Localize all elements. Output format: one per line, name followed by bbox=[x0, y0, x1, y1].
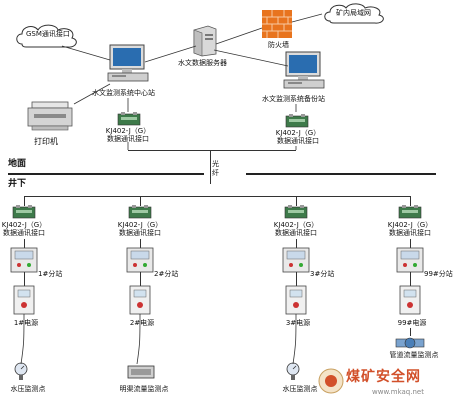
branch-drop-line bbox=[24, 196, 25, 206]
power-label: 2#电源 bbox=[129, 319, 155, 327]
ground-divider-line-right bbox=[246, 173, 436, 175]
iface-right-sub: 数据通讯接口 bbox=[277, 137, 319, 145]
watermark-text: 煤矿安全网 bbox=[346, 369, 421, 385]
branch-iface-sub: 数据通讯接口 bbox=[119, 229, 161, 237]
lan-label: 矿内局域网 bbox=[336, 9, 371, 17]
ground-divider-line bbox=[8, 173, 204, 175]
sensor-label: 明渠流量监测点 bbox=[119, 385, 169, 393]
ground-label: 地面 bbox=[8, 159, 27, 169]
flow-sensor-icon bbox=[127, 365, 155, 379]
substation-icon bbox=[396, 247, 424, 273]
power-supply-icon bbox=[285, 285, 307, 315]
branch-link-line bbox=[140, 272, 141, 286]
fiber-drop-line bbox=[210, 150, 211, 184]
power-label: 3#电源 bbox=[285, 319, 311, 327]
iface-device-icon bbox=[398, 205, 422, 219]
watermark-url: www.mkaq.net bbox=[372, 388, 424, 396]
printer-icon bbox=[27, 101, 73, 131]
printer-label: 打印机 bbox=[34, 137, 58, 146]
branch-iface-label: KJ402-J（G） bbox=[1, 221, 47, 229]
branch-iface-sub: 数据通讯接口 bbox=[275, 229, 317, 237]
branch-drop-line bbox=[140, 196, 141, 206]
backup-computer-icon bbox=[283, 51, 325, 89]
branch-iface-label: KJ402-J（G） bbox=[117, 221, 163, 229]
iface-right-label: KJ402-J（G） bbox=[275, 129, 321, 137]
branch-link-line bbox=[296, 272, 297, 286]
branch-link-line bbox=[24, 272, 25, 286]
iface-device-icon-right bbox=[285, 114, 309, 128]
substation-label: 2#分站 bbox=[154, 270, 179, 278]
gsm-cloud-icon bbox=[16, 24, 77, 48]
top-bus-line bbox=[128, 150, 296, 151]
branch-iface-sub: 数据通讯接口 bbox=[389, 229, 431, 237]
server-label: 水文数据服务器 bbox=[178, 59, 227, 67]
branch-link-line bbox=[410, 272, 411, 286]
iface-left-sub: 数据通讯接口 bbox=[107, 135, 149, 143]
substation-label: 1#分站 bbox=[38, 270, 63, 278]
pipe-flow-sensor-icon bbox=[395, 337, 425, 349]
top-connection-lines bbox=[61, 13, 323, 150]
sensor-cable-line bbox=[292, 313, 297, 365]
iface-device-icon-left bbox=[117, 112, 141, 126]
branch-link-line bbox=[24, 239, 25, 249]
sensor-label: 水压监测点 bbox=[10, 385, 46, 393]
watermark-logo-icon bbox=[318, 368, 344, 394]
lan-cloud-icon bbox=[324, 3, 384, 24]
branch-iface-label: KJ402-J（G） bbox=[387, 221, 433, 229]
sensor-cable-line bbox=[410, 328, 411, 336]
iface-left-label: KJ402-J（G） bbox=[105, 127, 151, 135]
fiber-label: 光纤 bbox=[212, 160, 219, 178]
substation-icon bbox=[10, 247, 38, 273]
iface-device-icon bbox=[284, 205, 308, 219]
underground-label: 井下 bbox=[8, 179, 27, 189]
underground-bus-line bbox=[24, 196, 410, 197]
substation-label: 3#分站 bbox=[310, 270, 335, 278]
branch-link-line bbox=[410, 239, 411, 249]
branch-iface-label: KJ402-J（G） bbox=[273, 221, 319, 229]
branch-link-line bbox=[296, 239, 297, 249]
iface-device-icon bbox=[128, 205, 152, 219]
sensor-label: 管道流量监测点 bbox=[389, 351, 439, 359]
substation-icon bbox=[126, 247, 154, 273]
branch-link-line bbox=[140, 239, 141, 249]
center-computer-icon bbox=[107, 44, 149, 82]
server-icon bbox=[193, 25, 217, 57]
iface-device-icon bbox=[12, 205, 36, 219]
substation-label: 99#分站 bbox=[424, 270, 453, 278]
center-station-label: 水文监测系统中心站 bbox=[92, 89, 155, 97]
firewall-icon bbox=[262, 10, 292, 38]
power-supply-icon bbox=[129, 285, 151, 315]
power-supply-icon bbox=[13, 285, 35, 315]
firewall-label: 防火墙 bbox=[268, 41, 289, 49]
power-supply-icon bbox=[399, 285, 421, 315]
branch-drop-line bbox=[410, 196, 411, 206]
sensor-cable-line bbox=[20, 313, 25, 365]
power-label: 99#电源 bbox=[397, 319, 427, 327]
branch-drop-line bbox=[296, 196, 297, 206]
gsm-label: GSM通讯接口 bbox=[26, 30, 70, 38]
pressure-sensor-icon bbox=[286, 362, 300, 380]
sensor-cable-line bbox=[136, 313, 141, 365]
power-label: 1#电源 bbox=[13, 319, 39, 327]
backup-station-label: 水文监测系统备份站 bbox=[262, 95, 325, 103]
branch-iface-sub: 数据通讯接口 bbox=[3, 229, 45, 237]
sensor-label: 水压监测点 bbox=[282, 385, 318, 393]
